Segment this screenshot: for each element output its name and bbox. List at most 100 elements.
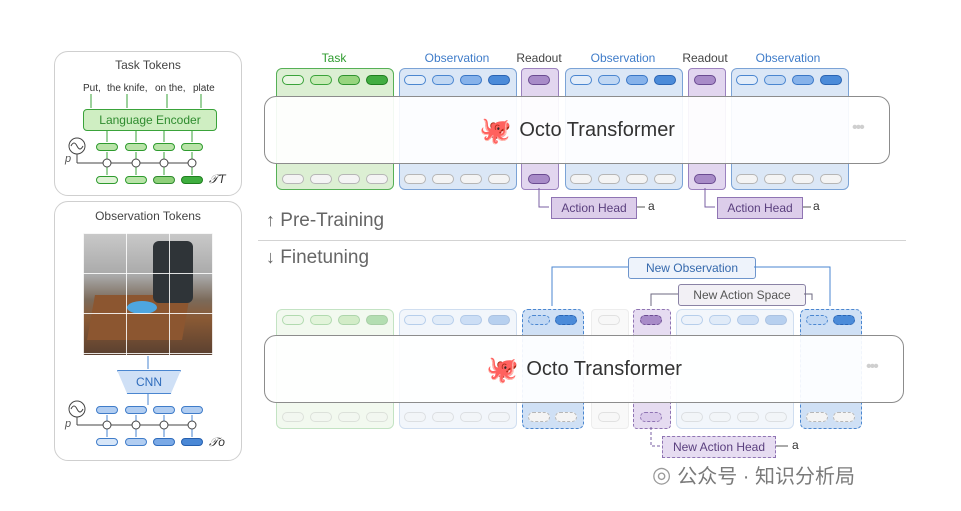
obs-embed-4	[181, 406, 203, 414]
top-out-obs2-3	[626, 174, 648, 184]
bot-in-newobs2-1	[806, 315, 828, 325]
octo-transformer-top: 🐙 Octo Transformer	[264, 96, 890, 164]
bot-out-task-1	[282, 412, 304, 422]
pretraining-text: Pre-Training	[280, 210, 385, 231]
bot-in-gray	[598, 315, 620, 325]
pretraining-label: ↑ Pre-Training	[266, 210, 384, 232]
bot-in-task-1	[282, 315, 304, 325]
bot-out-obs2-2	[709, 412, 731, 422]
robot-camera-image	[83, 233, 213, 355]
top-out-task-4	[366, 174, 388, 184]
top-in-task-2	[310, 75, 332, 85]
bot-out-obs1-1	[404, 412, 426, 422]
bot-in-obs2-2	[709, 315, 731, 325]
more-dots-bottom: •••	[866, 358, 879, 375]
group-label-observation-1: Observation	[424, 51, 490, 65]
transformer-label-top: Octo Transformer	[519, 118, 675, 141]
wechat-icon: ◎	[652, 461, 672, 487]
task-embed-4	[181, 143, 203, 151]
top-in-obs2-4	[654, 75, 676, 85]
observation-tokens-title: Observation Tokens	[95, 209, 201, 223]
task-word-4: plate	[193, 83, 215, 94]
bot-in-obs2-1	[681, 315, 703, 325]
top-out-obs3-1	[736, 174, 758, 184]
bot-out-gray	[598, 412, 620, 422]
transformer-label-bottom: Octo Transformer	[526, 357, 682, 380]
bot-out-task-2	[310, 412, 332, 422]
bot-out-obs1-3	[460, 412, 482, 422]
top-out-readout-2	[694, 174, 716, 184]
new-action-space-label: New Action Space	[693, 288, 791, 302]
watermark: ◎ 公众号 · 知识分析局	[652, 460, 855, 489]
language-encoder-label: Language Encoder	[99, 113, 201, 127]
obs-panel-arrows	[68, 356, 197, 437]
new-observation-label: New Observation	[645, 261, 739, 275]
image-grid	[83, 233, 213, 355]
bot-in-newobs2-2	[833, 315, 855, 325]
top-in-task-1	[282, 75, 304, 85]
cnn-label: CNN	[136, 375, 162, 389]
obs-embed-3	[153, 406, 175, 414]
bot-out-obs1-4	[488, 412, 510, 422]
octopus-icon-bottom: 🐙	[486, 353, 519, 384]
obs-token-4	[181, 438, 203, 446]
top-in-obs1-2	[432, 75, 454, 85]
action-out-1: a	[648, 199, 655, 213]
task-tokens-title: Task Tokens	[115, 58, 181, 72]
octo-transformer-bottom: 🐙 Octo Transformer	[264, 335, 904, 403]
bot-in-task-4	[366, 315, 388, 325]
bot-in-new-readout	[640, 315, 662, 325]
task-word-3: on the,	[155, 83, 186, 94]
finetuning-label: ↓ Finetuning	[266, 247, 369, 269]
top-out-obs3-3	[792, 174, 814, 184]
cnn-box: CNN	[117, 370, 181, 394]
task-token-3	[153, 176, 175, 184]
bot-in-obs2-3	[737, 315, 759, 325]
top-in-obs3-3	[792, 75, 814, 85]
down-arrow-icon: ↓	[266, 247, 275, 267]
top-in-obs1-3	[460, 75, 482, 85]
task-token-4	[181, 176, 203, 184]
top-in-obs1-4	[488, 75, 510, 85]
new-action-space-callout: New Action Space	[678, 284, 806, 306]
observation-tokens-panel: Observation Tokens CNN p 𝒯o	[54, 201, 242, 461]
new-action-head: New Action Head	[662, 436, 776, 458]
obs-token-3	[153, 438, 175, 446]
top-out-obs1-1	[404, 174, 426, 184]
obs-token-1	[96, 438, 118, 446]
group-label-observation-2: Observation	[590, 51, 656, 65]
task-word-2: the knife,	[107, 83, 148, 94]
bot-in-obs1-4	[488, 315, 510, 325]
task-token-1	[96, 176, 118, 184]
top-out-task-3	[338, 174, 360, 184]
top-in-obs2-1	[570, 75, 592, 85]
top-in-obs3-2	[764, 75, 786, 85]
new-observation-callout: New Observation	[628, 257, 756, 279]
bot-out-newobs2-1	[806, 412, 828, 422]
obs-p-label: p	[65, 418, 72, 430]
top-in-readout-2	[694, 75, 716, 85]
new-action-head-label: New Action Head	[672, 440, 766, 454]
task-panel-arrows	[68, 94, 202, 175]
top-in-obs3-4	[820, 75, 842, 85]
bot-in-task-3	[338, 315, 360, 325]
top-out-readout-1	[528, 174, 550, 184]
action-head-2: Action Head	[717, 197, 803, 219]
language-encoder-box: Language Encoder	[83, 109, 217, 131]
top-out-obs1-4	[488, 174, 510, 184]
obs-embed-2	[125, 406, 147, 414]
task-embed-3	[153, 143, 175, 151]
task-embed-2	[125, 143, 147, 151]
octopus-icon: 🐙	[479, 114, 512, 145]
top-out-task-1	[282, 174, 304, 184]
phase-divider	[258, 240, 906, 241]
more-dots-top: •••	[852, 119, 865, 136]
task-embed-1	[96, 143, 118, 151]
bot-in-obs2-4	[765, 315, 787, 325]
task-word-1: Put,	[83, 83, 101, 94]
top-out-obs1-2	[432, 174, 454, 184]
bot-out-task-3	[338, 412, 360, 422]
group-label-readout-1: Readout	[516, 51, 562, 65]
top-out-task-2	[310, 174, 332, 184]
bot-in-newobs1-1	[528, 315, 550, 325]
